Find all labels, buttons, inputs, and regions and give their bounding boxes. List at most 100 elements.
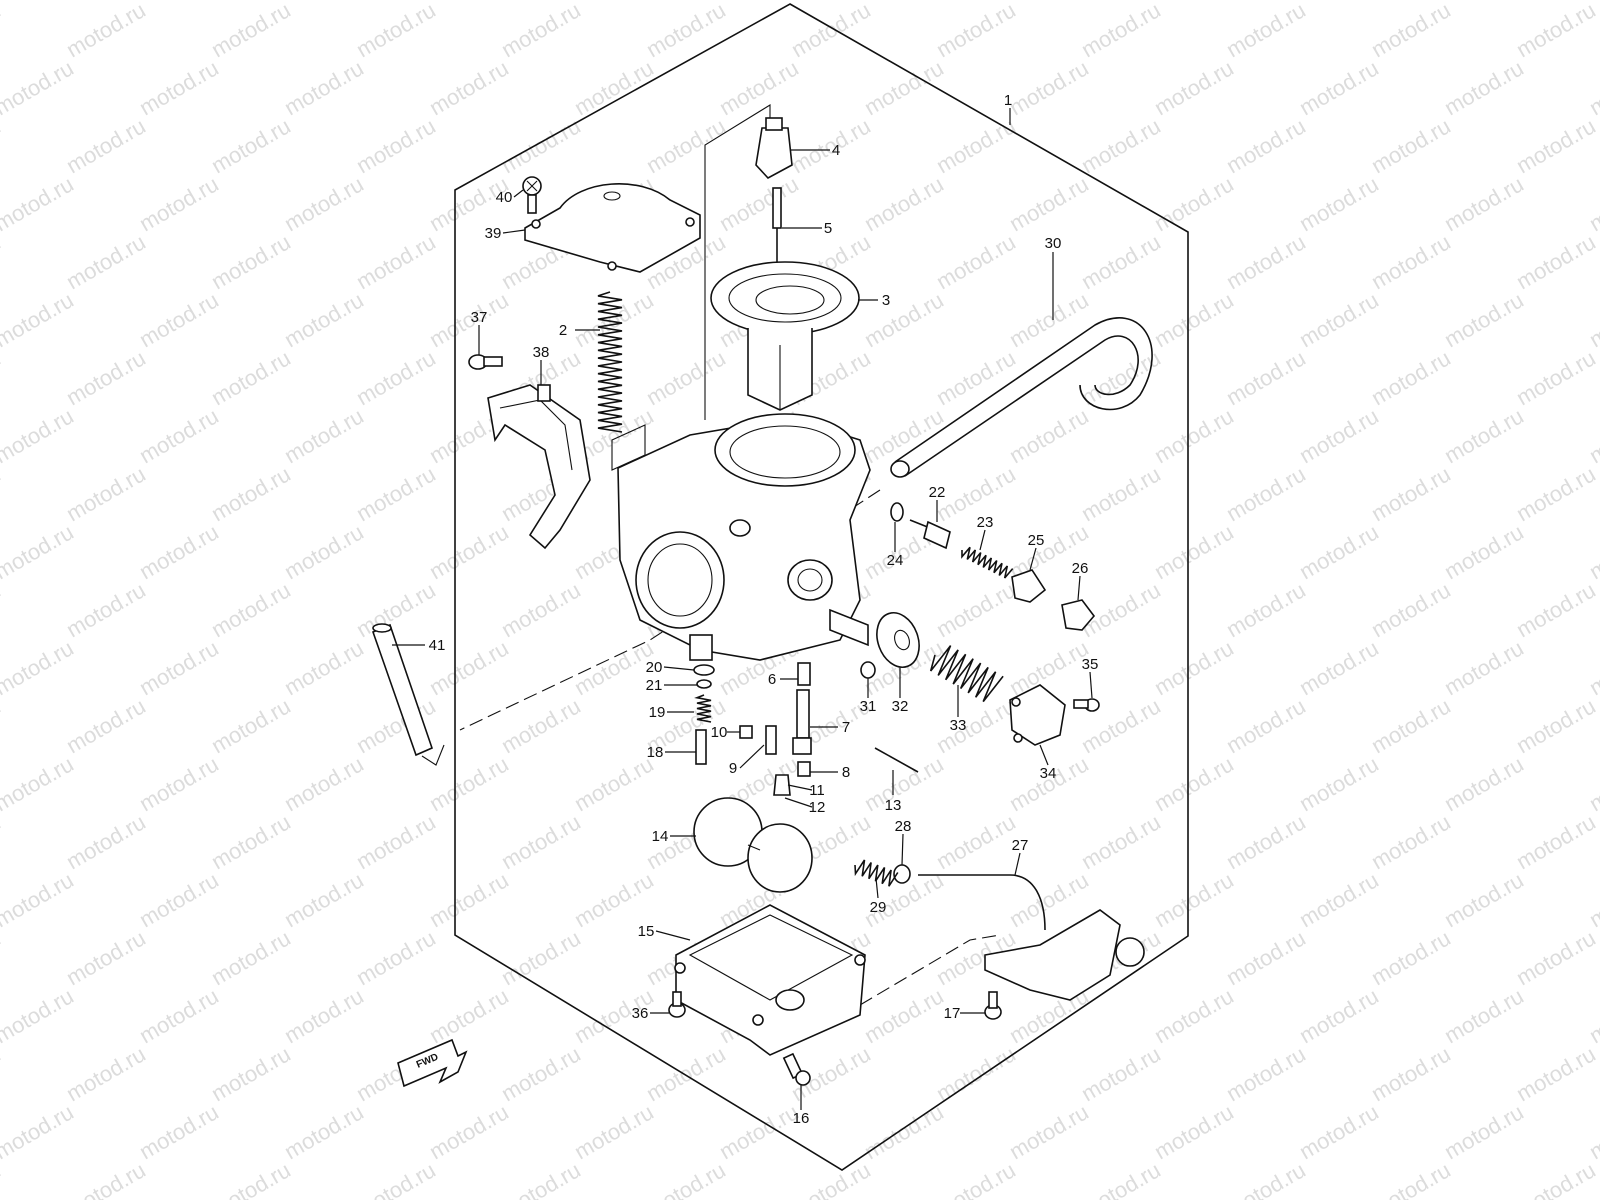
watermark-text: motod.ru	[1367, 229, 1455, 294]
watermark-text: motod.ru	[62, 809, 150, 874]
leader-line-11	[787, 784, 813, 791]
leader-line-35	[1089, 671, 1093, 699]
part-15-float-chamber	[674, 904, 866, 1056]
watermark-text: motod.ru	[1512, 1157, 1600, 1200]
part-label-24: 24	[887, 552, 904, 569]
watermark-text: motod.ru	[1585, 867, 1600, 932]
watermark-text: motod.ru	[352, 0, 440, 62]
watermark-text: motod.ru	[860, 55, 948, 120]
watermark-text: motod.ru	[497, 577, 585, 642]
part-label-22: 22	[929, 484, 946, 501]
watermark-text: motod.ru	[1585, 519, 1600, 584]
part-label-33: 33	[950, 717, 967, 734]
watermark-text: motod.ru	[1585, 403, 1600, 468]
watermark-text: motod.ru	[570, 0, 658, 4]
watermark-text: motod.ru	[642, 1041, 730, 1106]
watermark-text: motod.ru	[715, 1099, 803, 1164]
part-29-spring	[854, 859, 899, 887]
part-label-23: 23	[977, 514, 994, 531]
watermark-text: motod.ru	[932, 0, 1020, 62]
watermark-text: motod.ru	[860, 983, 948, 1048]
watermark-text: motod.ru	[1585, 635, 1600, 700]
watermark-text: motod.ru	[0, 461, 5, 526]
watermark-text: motod.ru	[1222, 1041, 1310, 1106]
part-33-spring	[929, 645, 1004, 703]
part-label-34: 34	[1040, 765, 1057, 782]
watermark-text: motod.ru	[1512, 1041, 1600, 1106]
part-label-3: 3	[882, 292, 890, 309]
watermark-text: motod.ru	[1295, 519, 1383, 584]
part-label-9: 9	[729, 760, 737, 777]
part-19-spring	[694, 694, 712, 723]
watermark-text: motod.ru	[1077, 113, 1165, 178]
watermark-text: motod.ru	[135, 635, 223, 700]
part-label-21: 21	[646, 677, 663, 694]
watermark-text: motod.ru	[932, 229, 1020, 294]
carburetor-body	[611, 413, 871, 661]
watermark-text: motod.ru	[1222, 693, 1310, 758]
leader-line-29	[875, 877, 879, 899]
part-11-12-float-valve	[773, 774, 791, 796]
part-label-1: 1	[1004, 92, 1012, 109]
watermark-text: motod.ru	[0, 577, 5, 642]
watermark-text: motod.ru	[0, 287, 78, 352]
watermark-text: motod.ru	[1367, 693, 1455, 758]
watermark-text: motod.ru	[425, 287, 513, 352]
leader-lines	[392, 108, 1093, 1110]
part-25-starter-nut	[1011, 569, 1047, 603]
part-3-diaphragm-piston	[710, 261, 860, 411]
inner-guide-lines-3	[859, 934, 1001, 1006]
watermark-text: motod.ru	[1222, 0, 1310, 62]
part-41-tube	[371, 623, 445, 766]
watermark-text: motod.ru	[1367, 809, 1455, 874]
watermark-text: motod.ru	[1585, 983, 1600, 1048]
watermark-text: motod.ru	[860, 751, 948, 816]
part-label-18: 18	[647, 744, 664, 761]
watermark-text: motod.ru	[0, 519, 78, 584]
watermark-text: motod.ru	[280, 867, 368, 932]
watermark-text: motod.ru	[352, 925, 440, 990]
watermark-text: motod.ru	[860, 1099, 948, 1164]
watermark-text: motod.ru	[932, 345, 1020, 410]
watermark-text: motod.ru	[1222, 345, 1310, 410]
watermark-text: motod.ru	[207, 113, 295, 178]
part-label-29: 29	[870, 899, 887, 916]
leader-line-27	[1014, 852, 1021, 876]
watermark-text: motod.ru	[0, 1041, 5, 1106]
watermark-text: motod.ru	[1295, 55, 1383, 120]
part-31-washer	[860, 661, 876, 679]
watermark-text: motod.ru	[642, 345, 730, 410]
watermark-text: motod.ru	[1077, 461, 1165, 526]
watermark-text: motod.ru	[715, 171, 803, 236]
watermark-text: motod.ru	[1150, 519, 1238, 584]
part-34-coasting-cover	[1009, 684, 1066, 746]
part-label-28: 28	[895, 818, 912, 835]
part-label-15: 15	[638, 923, 655, 940]
part-24-o-ring	[890, 502, 904, 522]
watermark-text: motod.ru	[497, 925, 585, 990]
watermark-text: motod.ru	[135, 983, 223, 1048]
part-39-bracket	[487, 384, 591, 550]
watermark-text: motod.ru	[1367, 1157, 1455, 1200]
watermark-text: motod.ru	[425, 983, 513, 1048]
part-label-8: 8	[842, 764, 850, 781]
watermark-text: motod.ru	[1585, 55, 1600, 120]
part-label-14: 14	[652, 828, 669, 845]
watermark-text: motod.ru	[207, 345, 295, 410]
watermark-text: motod.ru	[1512, 345, 1600, 410]
watermark-text: motod.ru	[1295, 867, 1383, 932]
watermark-text: motod.ru	[1440, 55, 1528, 120]
part-7-needle-jet	[792, 689, 812, 755]
part-label-30: 30	[1045, 235, 1062, 252]
watermark-text: motod.ru	[0, 1099, 78, 1164]
watermark-text: motod.ru	[425, 867, 513, 932]
watermark-text: motod.ru	[1295, 287, 1383, 352]
watermark-text: motod.ru	[1222, 113, 1310, 178]
watermark-text: motod.ru	[1585, 287, 1600, 352]
part-21-washer	[696, 679, 712, 689]
watermark-text: motod.ru	[1295, 635, 1383, 700]
watermark-text: motod.ru	[0, 55, 78, 120]
part-16-drain-screw	[782, 1052, 811, 1086]
part-label-37: 37	[471, 309, 488, 326]
part-label-12: 12	[809, 799, 826, 816]
